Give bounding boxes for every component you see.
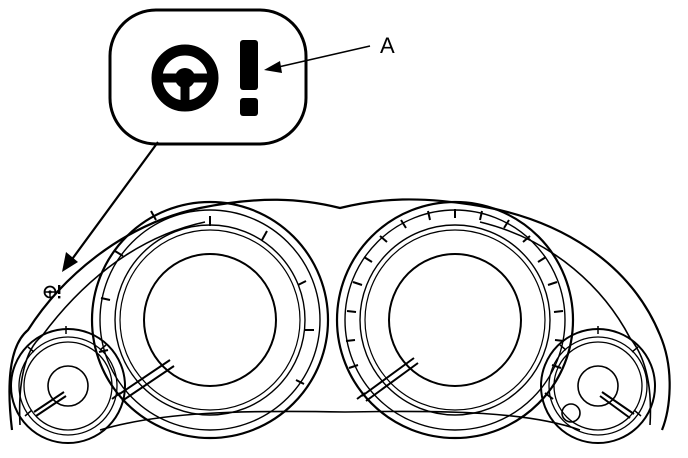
tachometer-needle <box>117 359 175 402</box>
power-steering-warning-icon <box>151 40 258 116</box>
right-small-gauge <box>540 326 656 444</box>
right-gauge-needle <box>599 391 635 419</box>
callout-bubble <box>108 8 308 146</box>
power-steering-warning-icon <box>43 285 61 299</box>
callout-arrow <box>62 141 159 272</box>
callout-label: A <box>380 33 395 58</box>
callout-leader <box>264 45 371 73</box>
power-steering-indicator <box>43 285 61 299</box>
speedometer <box>335 200 575 440</box>
left-small-gauge <box>10 326 126 444</box>
speedometer-needle <box>361 357 419 402</box>
left-gauge-needle <box>33 391 67 417</box>
right-gauge-knob <box>561 403 581 423</box>
tachometer <box>90 200 330 440</box>
cluster-housing <box>8 198 671 431</box>
right-gauge-ticks <box>559 326 642 417</box>
tachometer-ticks <box>98 210 314 400</box>
speedometer-ticks <box>345 209 565 400</box>
